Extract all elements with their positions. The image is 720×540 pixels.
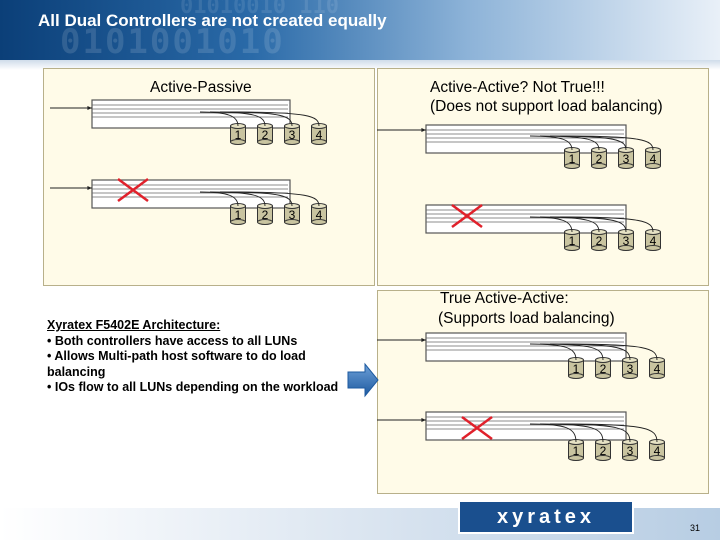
ta-io-arrow-top-head [421,338,426,342]
ta-bottom-lun-3-bottom [622,455,638,461]
ta-top-lun-2-label: 2 [600,362,607,376]
ta-top-lun-4-bottom [649,373,665,379]
ap-top-lun-4-bottom [311,139,327,145]
pointer-arrow-icon [347,362,379,398]
ta-top-lun-3-label: 3 [627,362,634,376]
ap-io-arrow-top-head [87,106,92,110]
ap-bottom-lun-4-bottom [311,219,327,225]
ta-top-lun-3-bottom [622,373,638,379]
aa-top-lun-2-bottom [591,163,607,169]
aa-top-lun-3-bottom [618,163,634,169]
ap-bottom-lun-2-bottom [257,219,273,225]
page-title: All Dual Controllers are not created equ… [38,11,387,30]
ta-controller-top [425,332,627,362]
ta-bottom-lun-3-label: 3 [627,444,634,458]
aa-top-lun-2-label: 2 [596,152,603,166]
ap-bottom-link-1 [199,191,239,207]
ta-bottom-lun-2-bottom [595,455,611,461]
description-bullet-1: • Both controllers have access to all LU… [47,333,298,348]
ap-top-lun-3-bottom [284,139,300,145]
ta-bottom-lun-4-bottom [649,455,665,461]
true-active-label-line2: (Supports load balancing) [438,310,615,327]
page-number: 31 [690,523,701,533]
ap-bottom-lun-2-label: 2 [262,208,269,222]
ap-top-lun-1-bottom [230,139,246,145]
ta-bottom-lun-1-bottom [568,455,584,461]
ta-top-lun-1-bottom [568,373,584,379]
ta-path-cross-b [461,415,493,441]
ap-bottom-lun-3-label: 3 [289,208,296,222]
ta-top-link-1 [529,343,577,361]
ta-top-lun-2-bottom [595,373,611,379]
ap-top-lun-2-label: 2 [262,128,269,142]
header-banner: 01010010 110 0101001010 All Dual Control… [0,0,720,66]
ta-top-lun-1-label: 1 [573,362,580,376]
aa-bottom-lun-1-bottom [564,245,580,251]
aa-bottom-lun-1-label: 1 [569,234,576,248]
aa-bottom-lun-4-bottom [645,245,661,251]
aa-top-link-4 [559,135,654,151]
architecture-description: Xyratex F5402E Architecture: • Both cont… [47,318,367,396]
description-bullet-3: • IOs flow to all LUNs depending on the … [47,380,339,394]
aa-bottom-link-1 [529,216,573,233]
aa-bottom-lun-2-label: 2 [596,234,603,248]
aa-bottom-lun-2-bottom [591,245,607,251]
aa-top-lun-1-label: 1 [569,152,576,166]
ap-top-link-1 [199,111,239,127]
xyratex-logo: xyratex [458,500,634,534]
ta-top-lun-4-label: 4 [654,362,661,376]
ta-bottom-lun-1-label: 1 [573,444,580,458]
ta-controller-bottom [425,411,627,441]
aa-bottom-lun-3-label: 3 [623,234,630,248]
ap-bottom-link-4 [229,191,320,207]
ta-bottom-link-1 [529,423,577,443]
ap-failed-path-cross-b [117,177,149,203]
aa-failed-path-cross-b [451,203,483,229]
aa-top-lun-1-bottom [564,163,580,169]
ap-io-arrow-bottom-head [87,186,92,190]
ta-io-arrow-bottom-head [421,418,426,422]
aa-bottom-link-4 [559,216,654,233]
aa-top-lun-4-bottom [645,163,661,169]
ap-top-lun-3-label: 3 [289,128,296,142]
ta-bottom-link-4 [559,423,658,443]
ap-bottom-lun-4-label: 4 [316,208,323,222]
active-active-label-line2: (Does not support load balancing) [430,98,663,115]
header-fade [0,60,720,70]
description-bullet-2: • Allows Multi-path host software to do … [47,349,306,379]
ap-top-lun-1-label: 1 [235,128,242,142]
active-active-label-line1: Active-Active? Not True!!! [430,79,605,96]
binary-pattern-top: 01010010 110 [180,0,339,19]
aa-bottom-lun-4-label: 4 [650,234,657,248]
aa-io-arrow-top-head [421,128,426,132]
aa-top-lun-4-label: 4 [650,152,657,166]
ap-top-lun-4-label: 4 [316,128,323,142]
description-heading: Xyratex F5402E Architecture: [47,318,221,332]
ta-bottom-lun-4-label: 4 [654,444,661,458]
ap-top-link-4 [229,111,320,127]
ta-bottom-lun-2-label: 2 [600,444,607,458]
active-passive-label: Active-Passive [150,79,252,96]
ap-bottom-lun-1-label: 1 [235,208,242,222]
aa-top-lun-3-label: 3 [623,152,630,166]
ap-bottom-lun-3-bottom [284,219,300,225]
aa-bottom-lun-3-bottom [618,245,634,251]
ap-top-lun-2-bottom [257,139,273,145]
ta-top-link-4 [559,343,658,361]
true-active-label-line1: True Active-Active: [440,290,569,307]
aa-top-link-1 [529,135,573,151]
ap-bottom-lun-1-bottom [230,219,246,225]
binary-pattern: 0101001010 [60,22,285,62]
